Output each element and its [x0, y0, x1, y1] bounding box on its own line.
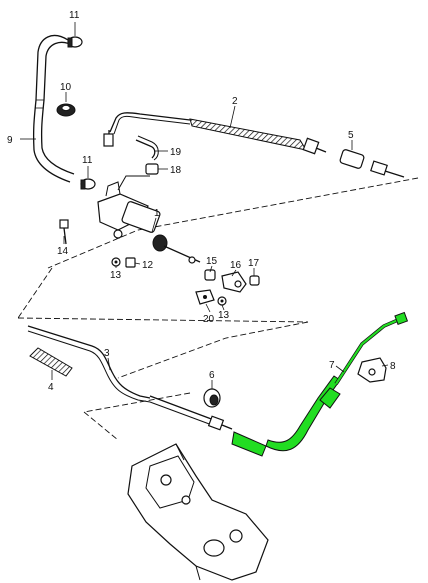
part-10-grommet[interactable]	[56, 103, 76, 117]
label-part-8: 8	[390, 361, 396, 372]
part-1-master-cylinder[interactable]	[97, 175, 201, 264]
part-14-bolt[interactable]	[59, 219, 69, 245]
leader-lines	[20, 22, 389, 389]
part-3-clutch-line-lower[interactable]	[27, 325, 233, 431]
part-17-pin[interactable]	[249, 275, 260, 286]
label-part-13-lower: 13	[218, 310, 230, 321]
label-part-12: 12	[142, 260, 154, 271]
label-part-10: 10	[60, 82, 72, 93]
part-19-pipe-union[interactable]	[135, 135, 159, 161]
label-part-18: 18	[170, 165, 182, 176]
part-4-protective-sleeve[interactable]	[29, 347, 73, 377]
section-boundaries	[17, 177, 419, 441]
part-20-clip[interactable]	[195, 289, 215, 305]
label-part-6: 6	[209, 370, 215, 381]
fitting-right	[370, 160, 405, 178]
part-11-hose-clamp-lower[interactable]	[80, 178, 96, 190]
label-part-14: 14	[57, 246, 69, 257]
part-9-reservoir-hose[interactable]	[32, 35, 75, 183]
label-part-9: 9	[7, 135, 13, 146]
label-part-16: 16	[230, 260, 242, 271]
pedal-bracket	[127, 443, 269, 581]
label-part-7: 7	[329, 360, 335, 371]
part-12-nut[interactable]	[125, 257, 136, 268]
part-7-clutch-hose-highlighted[interactable]	[231, 311, 409, 457]
label-part-4: 4	[48, 382, 54, 393]
label-part-1: 1	[154, 208, 160, 219]
label-part-20: 20	[203, 314, 215, 325]
label-part-11-upper: 11	[69, 10, 80, 21]
part-16-clevis[interactable]	[221, 271, 247, 293]
label-part-3: 3	[104, 348, 110, 359]
part-13-washer-lower[interactable]	[217, 296, 227, 306]
part-2-clutch-line-upper[interactable]	[103, 112, 327, 155]
label-part-17: 17	[248, 258, 260, 269]
label-part-2: 2	[232, 96, 238, 107]
part-5-sleeve[interactable]	[339, 149, 365, 169]
label-part-11-lower: 11	[82, 155, 93, 166]
part-11-hose-clamp-upper[interactable]	[67, 36, 83, 48]
part-18-nut[interactable]	[145, 163, 159, 175]
part-15-bushing[interactable]	[204, 269, 216, 281]
label-part-19: 19	[170, 147, 182, 158]
label-part-13-upper: 13	[110, 270, 122, 281]
part-8-bracket[interactable]	[357, 357, 387, 383]
part-6-grommet[interactable]	[203, 388, 221, 408]
part-labels: 11 10 9 11 2 5 19 18 1 14 13 12 15 16 17…	[7, 10, 396, 393]
label-part-15: 15	[206, 256, 218, 267]
part-13-washer[interactable]	[111, 257, 121, 267]
label-part-5: 5	[348, 130, 354, 141]
